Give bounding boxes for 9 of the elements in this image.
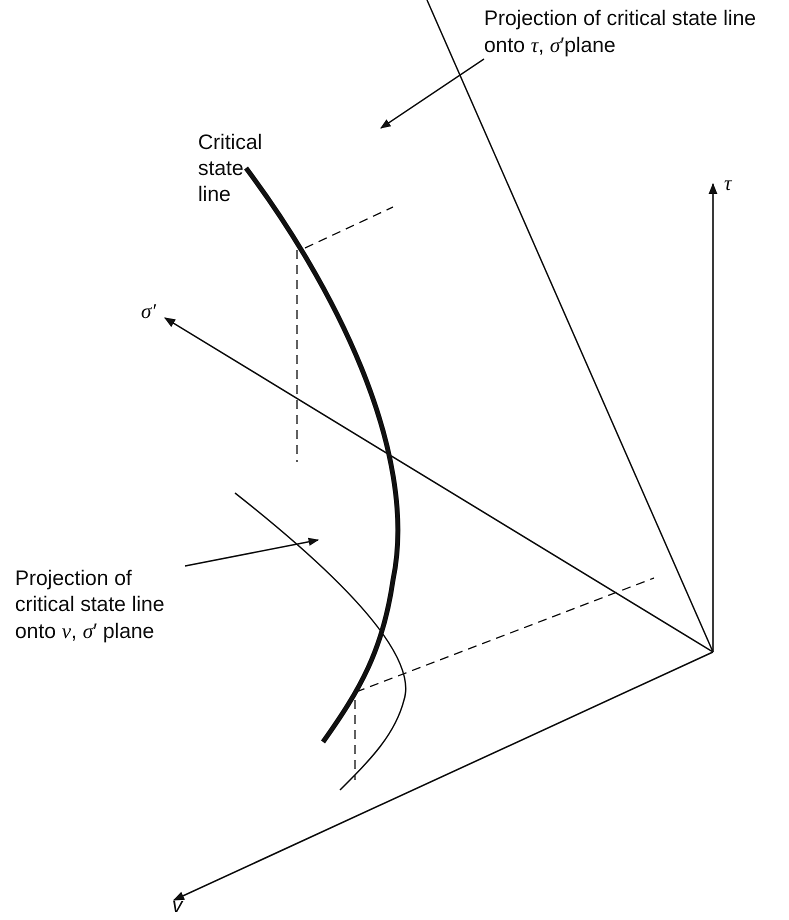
leader-line (380, 58, 484, 129)
leader-line (184, 538, 320, 567)
axis-label: σ′ (141, 298, 156, 324)
axis-label: v (172, 893, 182, 919)
callout-text: Projection of critical state line onto v, σ′ plane (15, 566, 185, 645)
callout-text: Projection of critical state line onto τ, σ′plane (484, 6, 756, 59)
curve-label: Critical state line (198, 130, 264, 208)
projection-curve (234, 492, 406, 791)
axis-label: τ (724, 170, 732, 196)
